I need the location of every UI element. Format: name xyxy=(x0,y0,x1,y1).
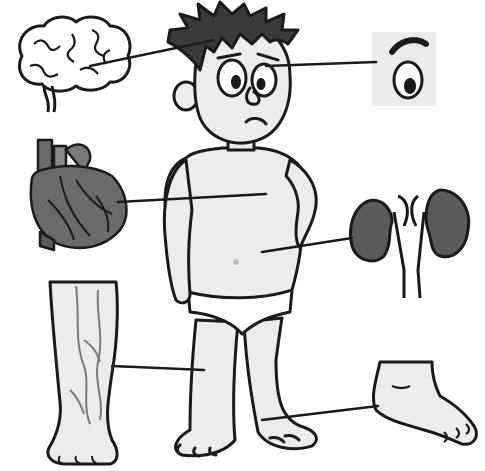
leg-veins-icon xyxy=(48,282,117,464)
boy-figure xyxy=(164,2,316,456)
brain-icon xyxy=(19,17,130,112)
foot-icon xyxy=(373,362,476,444)
eye-icon xyxy=(372,32,436,106)
heart-icon xyxy=(31,140,127,250)
leg-connector xyxy=(112,366,204,370)
boy-navel xyxy=(233,259,239,265)
kidneys-icon xyxy=(351,190,469,298)
boy-head xyxy=(168,2,298,143)
boy-legs xyxy=(176,318,317,456)
